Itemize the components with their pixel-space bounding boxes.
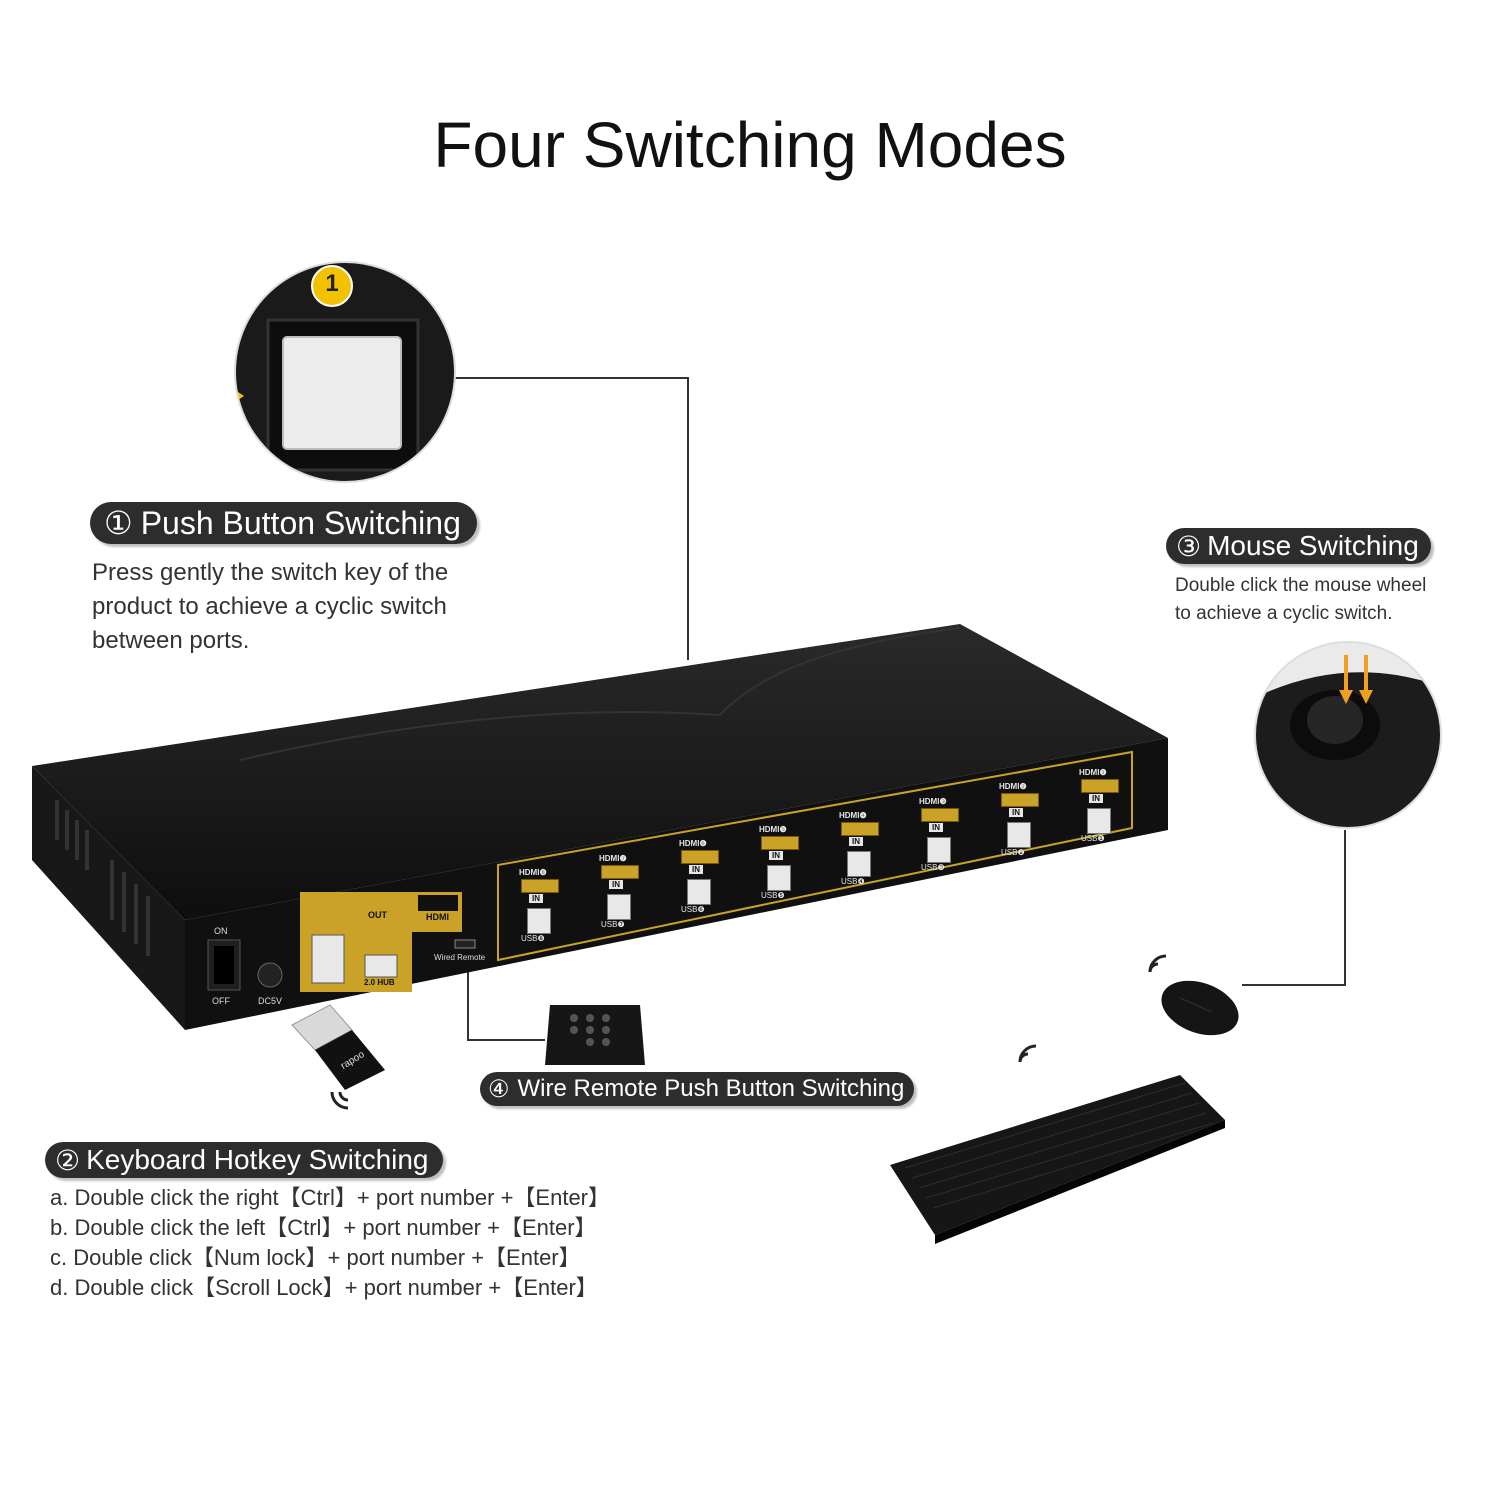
hdmi-port [681, 850, 719, 865]
hub-label: 2.0 HUB [364, 978, 395, 987]
push-desc-line: between ports. [92, 627, 250, 654]
usb-dongle [291, 1004, 385, 1090]
usb-port-label: USB❼ [601, 919, 625, 929]
usb-b-port [927, 836, 951, 863]
keyboard-step: a. Double click the right【Ctrl】+ port nu… [50, 1185, 611, 1210]
hdmi-port [1081, 778, 1119, 793]
push-desc-line: Press gently the switch key of the [92, 559, 449, 586]
hdmi-port [1001, 793, 1039, 808]
wireless-mouse [1161, 980, 1239, 1036]
hdmi-port [601, 864, 639, 879]
keyboard-step: c. Double click【Num lock】+ port number +… [50, 1245, 581, 1270]
usb-b-port [687, 879, 711, 906]
input-port-group: HDMI❷ IN USB❷ [995, 782, 1051, 862]
hdmi-out-label: HDMI [426, 912, 449, 922]
dc-label: DC5V [258, 996, 283, 1006]
hdmi-port [921, 807, 959, 822]
hdmi-port-label: HDMI❽ [519, 868, 547, 877]
in-label: IN [929, 822, 943, 832]
input-port-group: HDMI❽ IN USB❽ [515, 868, 571, 948]
connector-line-mouse [1242, 830, 1346, 986]
remote-mode-number: ④ [488, 1075, 510, 1103]
usb-b-port [767, 865, 791, 892]
push-button-zoom [235, 262, 455, 482]
push-mode-desc: Press gently the switch key of the produ… [92, 556, 448, 658]
in-label: IN [1089, 793, 1103, 803]
hdmi-port [841, 821, 879, 836]
usb-b-port [1087, 807, 1111, 834]
keyboard-mode-pill: ② Keyboard Hotkey Switching [45, 1142, 443, 1178]
usb-b-port [847, 850, 871, 877]
hdmi-port-label: HDMI❹ [839, 810, 867, 820]
mouse-mode-pill: ③ Mouse Switching [1166, 528, 1431, 564]
wired-remote [545, 1005, 645, 1065]
in-label: IN [769, 851, 783, 861]
mouse-wheel-zoom [1255, 642, 1441, 828]
in-label: IN [609, 879, 623, 889]
mouse-desc-line: Double click the mouse wheel [1175, 575, 1427, 596]
in-label: IN [689, 865, 703, 875]
hdmi-port-label: HDMI❻ [679, 839, 707, 849]
usb-b-port [1007, 822, 1031, 849]
hdmi-port-label: HDMI❷ [999, 782, 1027, 792]
usb-port-label: USB❸ [921, 862, 945, 872]
push-button-mode-pill: ① Push Button Switching [90, 502, 477, 544]
wired-remote-label: Wired Remote [434, 953, 486, 962]
push-desc-line: product to achieve a cyclic switch [92, 593, 447, 620]
input-port-group: HDMI❸ IN USB❸ [915, 797, 971, 877]
mouse-desc-line: to achieve a cyclic switch. [1175, 603, 1393, 624]
usb-port-label: USB❷ [1001, 848, 1025, 858]
out-label: OUT [368, 910, 387, 920]
keyboard-mode-label: Keyboard Hotkey Switching [86, 1144, 429, 1175]
hdmi-port-label: HDMI❶ [1079, 767, 1107, 777]
connector-line-remote [467, 968, 545, 1041]
power-on-label: ON [214, 926, 228, 936]
usb-port-label: USB❻ [681, 905, 705, 915]
remote-mode-label: Wire Remote Push Button Switching [517, 1075, 905, 1102]
mouse-mode-label: Mouse Switching [1207, 530, 1419, 561]
remote-mode-pill: ④ Wire Remote Push Button Switching [480, 1072, 915, 1106]
input-port-group: HDMI❻ IN USB❻ [675, 839, 731, 919]
in-label: IN [849, 836, 863, 846]
keyboard-mode-steps: a. Double click the right【Ctrl】+ port nu… [50, 1183, 610, 1303]
usb-port-label: USB❺ [761, 891, 785, 901]
input-port-group: HDMI❼ IN USB❼ [595, 854, 651, 934]
wireless-keyboard [890, 1075, 1225, 1244]
push-button-badge: 1 [325, 270, 339, 297]
usb-port-label: USB❶ [1081, 833, 1105, 843]
hdmi-port [761, 836, 799, 851]
hdmi-port-label: HDMI❼ [599, 853, 627, 863]
push-mode-number: ① [104, 505, 133, 541]
mouse-mode-desc: Double click the mouse wheel to achieve … [1175, 572, 1426, 628]
usb-b-port [607, 893, 631, 920]
keyboard-step: b. Double click the left【Ctrl】+ port num… [50, 1215, 597, 1240]
wireless-signal-icons [330, 954, 1167, 1110]
usb-b-port [527, 908, 551, 934]
push-mode-label: Push Button Switching [140, 504, 461, 541]
input-port-group: HDMI❶ IN USB❶ [1075, 768, 1131, 848]
input-port-group: HDMI❹ IN USB❹ [835, 811, 891, 891]
usb-port-label: USB❽ [521, 934, 545, 943]
input-port-group: HDMI❺ IN USB❺ [755, 825, 811, 905]
usb-port-label: USB❹ [841, 876, 865, 886]
in-label: IN [1009, 808, 1023, 818]
hdmi-port [521, 879, 559, 893]
keyboard-step: d. Double click【Scroll Lock】+ port numbe… [50, 1275, 598, 1300]
in-label: IN [529, 894, 543, 903]
mouse-mode-number: ③ [1176, 530, 1202, 562]
keyboard-mode-number: ② [55, 1144, 81, 1176]
hdmi-port-label: HDMI❺ [759, 825, 787, 835]
hdmi-port-label: HDMI❸ [919, 796, 947, 806]
page-title: Four Switching Modes [433, 109, 1067, 181]
connector-line-push [455, 377, 689, 660]
power-off-label: OFF [212, 996, 230, 1006]
